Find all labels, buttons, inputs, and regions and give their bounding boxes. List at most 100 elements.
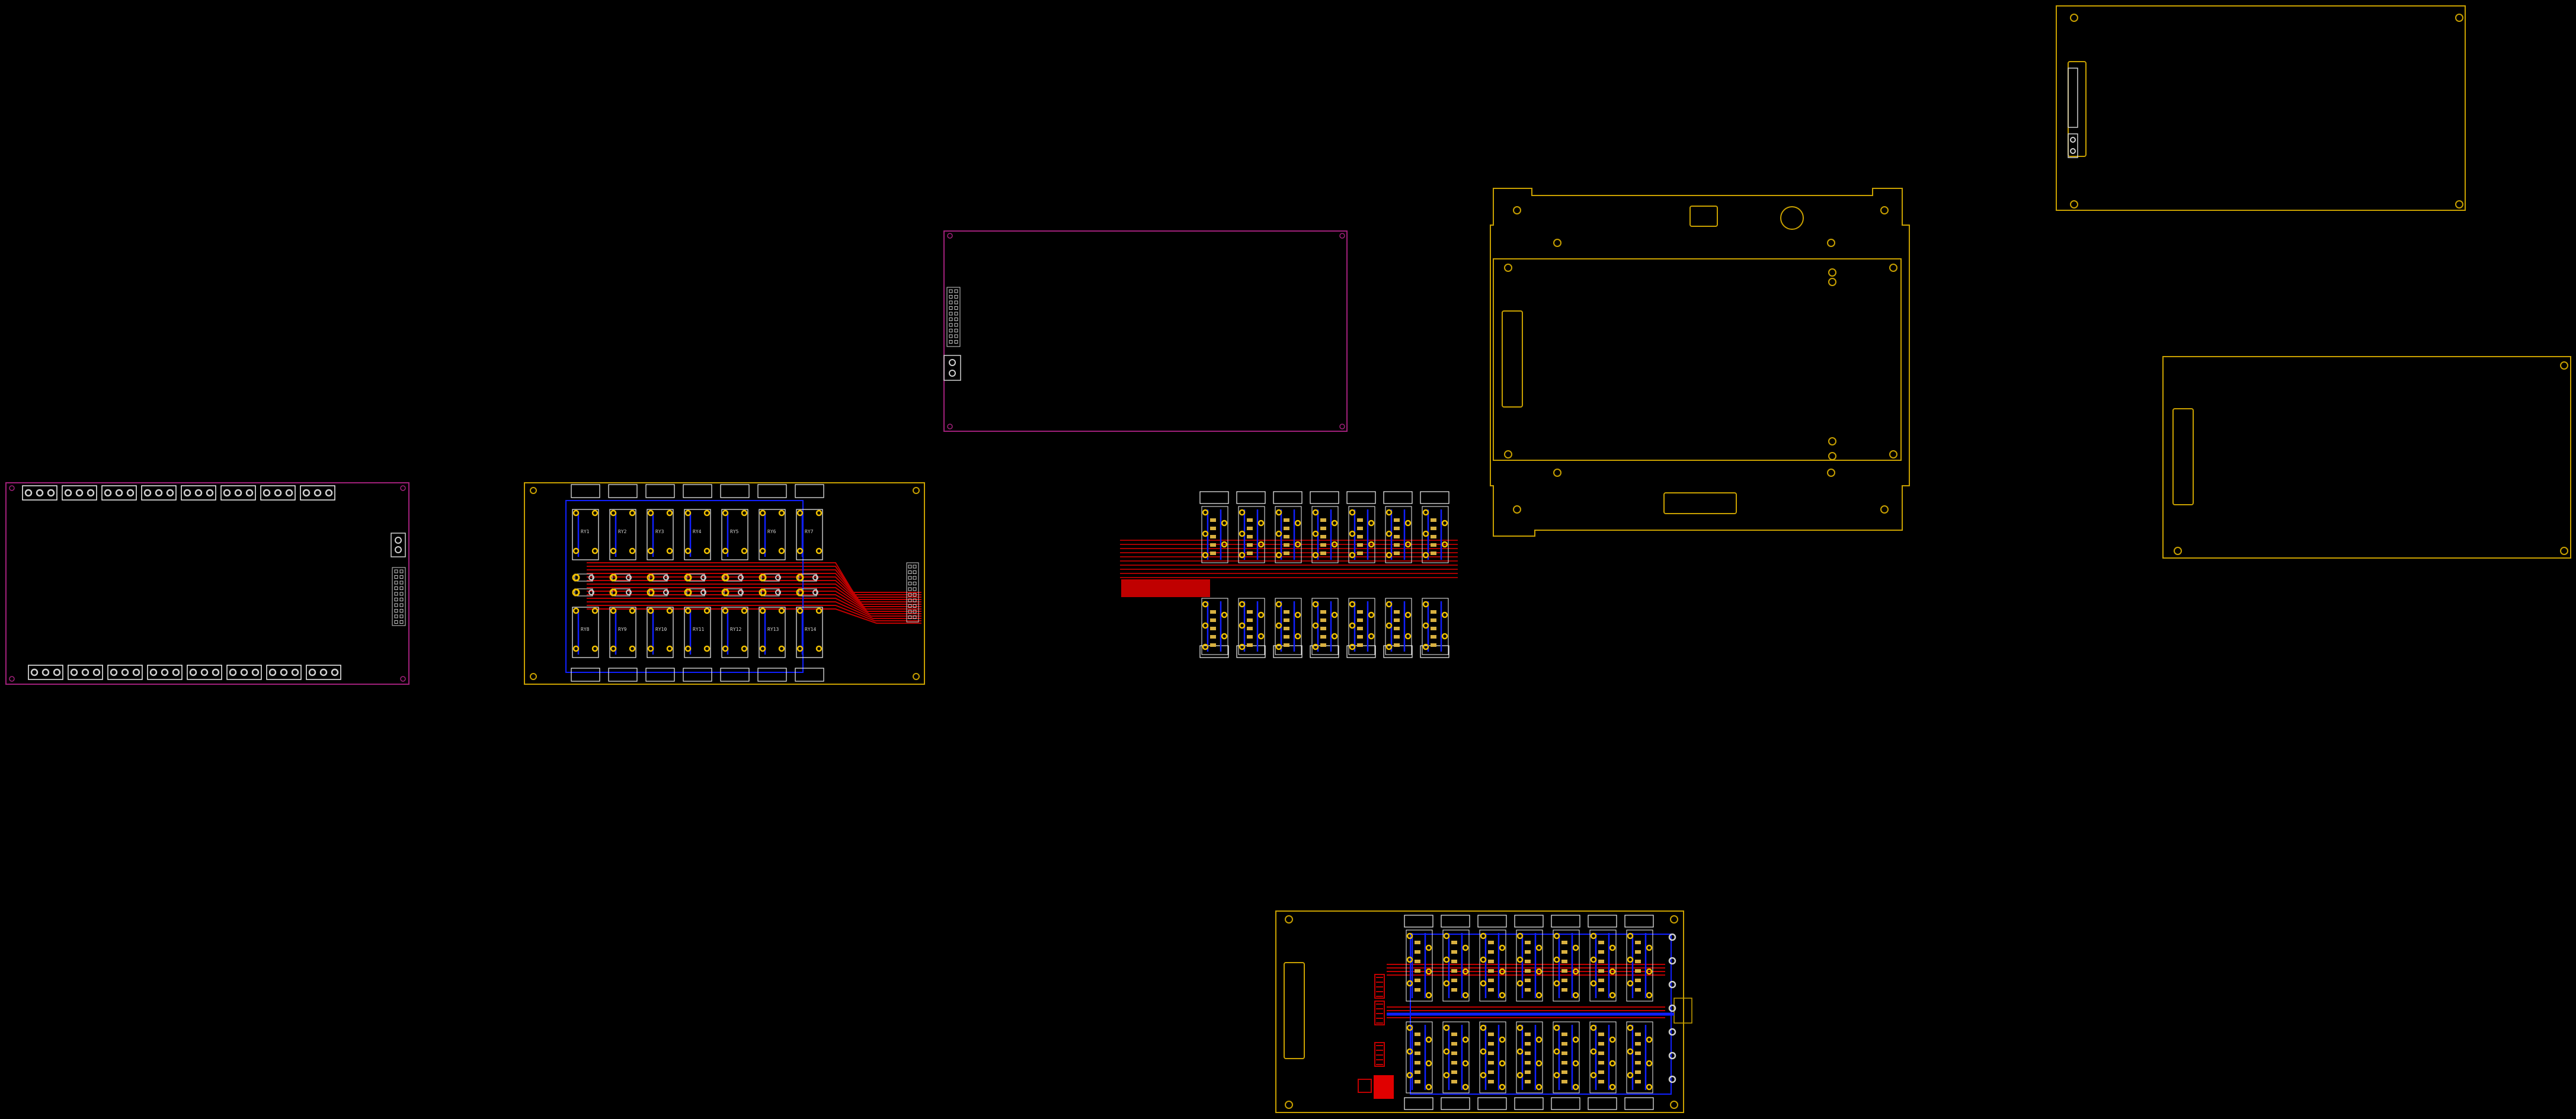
- pad: [591, 645, 599, 652]
- pad: [1441, 611, 1448, 618]
- pad: [1385, 509, 1393, 516]
- pad: [1443, 932, 1450, 940]
- pad: [24, 489, 33, 497]
- pad: [796, 588, 804, 597]
- pad: [1422, 622, 1429, 629]
- smd-component: [1415, 1033, 1420, 1036]
- pad: [1404, 520, 1412, 527]
- smd-component: [1635, 950, 1641, 954]
- smd-component: [1357, 552, 1363, 555]
- smd-component: [1210, 518, 1216, 522]
- pad: [1349, 643, 1356, 650]
- pad: [1516, 932, 1524, 940]
- pad: [1312, 601, 1319, 608]
- mounting-hole: [1504, 450, 1512, 458]
- pad: [1627, 932, 1634, 940]
- pad: [1590, 932, 1597, 940]
- terminal-block: [720, 668, 750, 682]
- pad: [1275, 601, 1282, 608]
- board-empty-magenta[interactable]: [943, 230, 1348, 432]
- mounting-hole: [2560, 547, 2568, 555]
- pad: [666, 509, 673, 517]
- diode: [798, 588, 817, 597]
- mounting-hole: [9, 485, 15, 491]
- pad: [1499, 1083, 1506, 1091]
- board-top-right[interactable]: [2056, 5, 2466, 211]
- pad: [741, 607, 748, 614]
- ref-label: RY12: [730, 627, 741, 632]
- pad: [1609, 992, 1616, 999]
- mounting-hole: [1889, 450, 1897, 458]
- relay-body: [1311, 598, 1339, 655]
- smd-component: [1394, 610, 1400, 614]
- pad: [399, 569, 404, 573]
- pad: [1646, 968, 1653, 975]
- two-pin-connector: [943, 355, 961, 381]
- pad: [234, 489, 242, 497]
- pad: [166, 489, 174, 497]
- mounting-holes: [2174, 361, 2568, 555]
- smd-component: [1561, 988, 1567, 992]
- pad: [394, 598, 398, 601]
- relay-body: [721, 509, 748, 560]
- board-left-connectors[interactable]: [5, 482, 409, 685]
- pad: [1590, 1024, 1597, 1031]
- smd-component: [1320, 535, 1326, 538]
- pad: [1590, 1072, 1597, 1079]
- smd-component: [1247, 627, 1253, 630]
- board-bottom-main[interactable]: [1275, 910, 1692, 1113]
- pad: [588, 589, 594, 595]
- smd-component: [1357, 535, 1363, 538]
- pad: [1221, 541, 1228, 548]
- pad: [629, 645, 636, 652]
- pad: [913, 610, 917, 614]
- pad: [703, 607, 711, 614]
- pad: [700, 589, 706, 595]
- relay-body: [1385, 506, 1412, 563]
- relay-body: [1626, 1021, 1653, 1094]
- board-dense-traces[interactable]: [1120, 491, 1458, 658]
- pad: [610, 547, 617, 554]
- pad: [2070, 137, 2076, 143]
- pad: [684, 645, 692, 652]
- pad: [1553, 980, 1560, 987]
- relay-body: [796, 607, 823, 658]
- smd-component: [1284, 627, 1289, 630]
- pad: [1404, 633, 1412, 640]
- terminal-block: [1420, 491, 1449, 504]
- pad: [395, 546, 402, 553]
- terminal-block: [1514, 915, 1544, 928]
- smd-component: [1561, 941, 1567, 944]
- smd-component: [1320, 618, 1326, 622]
- terminal-block: [1441, 1097, 1470, 1110]
- smd-component: [1488, 969, 1494, 973]
- pad: [1535, 992, 1543, 999]
- pad: [1627, 980, 1634, 987]
- ref-label: RY6: [767, 529, 776, 534]
- pad: [1443, 1048, 1450, 1055]
- smd-component: [1247, 543, 1253, 547]
- pad: [1425, 968, 1432, 975]
- pad: [721, 588, 729, 597]
- board-enclosure-plate[interactable]: [1490, 188, 1910, 537]
- pad: [913, 582, 917, 585]
- smd-component: [1598, 988, 1604, 992]
- smd-component: [1247, 643, 1253, 647]
- pad: [1422, 552, 1429, 559]
- pad: [1349, 601, 1356, 608]
- pad: [647, 547, 654, 554]
- mounting-hole: [2070, 14, 2078, 22]
- pad: [1441, 541, 1448, 548]
- pad: [954, 300, 958, 304]
- smd-component: [1357, 627, 1363, 630]
- pad: [954, 323, 958, 327]
- smd-component: [1525, 1080, 1531, 1083]
- pad: [87, 489, 95, 497]
- smd-component: [1525, 1070, 1531, 1074]
- smd-component: [1210, 627, 1216, 630]
- mounting-hole: [2560, 361, 2568, 370]
- board-relay-array[interactable]: RY1RY8RY2RY9RY3RY10RY4RY11RY5RY12RY6RY13…: [524, 482, 925, 685]
- board-outline: [2162, 356, 2571, 559]
- board-mid-right[interactable]: [2162, 356, 2571, 559]
